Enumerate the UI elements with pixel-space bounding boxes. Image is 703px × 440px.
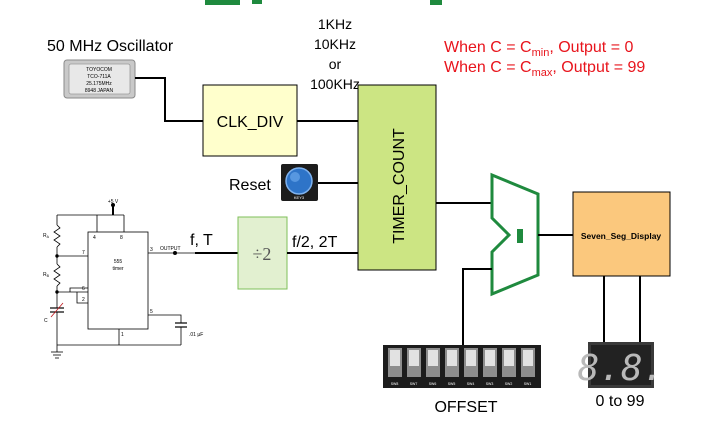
offset-switch-label: SW6 [429, 382, 437, 386]
condition-max: When C = Cmax, Output = 99 [444, 59, 645, 79]
supply-label: +5 V [108, 199, 119, 205]
mux-block [492, 175, 538, 294]
rb-label: RB [43, 272, 50, 278]
cond1-prefix: When C = C [444, 39, 532, 56]
pin-3: 3 [150, 247, 153, 253]
offset-label: OFFSET [434, 399, 497, 416]
cap2-label: .01 µF [189, 332, 203, 338]
offset-switch-label: SW8 [391, 382, 399, 386]
display-digits: 8.8. [578, 348, 665, 389]
svg-text:When C = Cmin, Output = 0: When C = Cmin, Output = 0 [444, 39, 633, 59]
cap-c-label: C [44, 318, 48, 324]
clk-div-label: CLK_DIV [217, 114, 284, 131]
chip-text-3: 25.175MHz [86, 81, 112, 87]
seven-seg-display-icon: 8.8. [578, 342, 665, 389]
offset-switch-label: SW5 [448, 382, 456, 386]
freq-option-3: 100KHz [310, 76, 360, 92]
pin-5: 5 [150, 309, 153, 315]
offset-switch-label: SW1 [524, 382, 532, 386]
reset-key-label: KEY3 [294, 195, 305, 200]
freq-option-2: 10KHz [314, 36, 356, 52]
ra-label: RA [43, 233, 50, 239]
oscillator-chip: TOYOCOM TCO-711A 25.175MHz 8948 JAPAN [64, 60, 135, 98]
chip-555-label: 555 [114, 259, 123, 265]
cond2-prefix: When C = C [444, 59, 532, 76]
chip-text-1: TOYOCOM [86, 67, 112, 73]
title-remnant [205, 0, 442, 5]
signal-f-t: f, T [190, 232, 213, 249]
reset-key-icon[interactable]: KEY3 [281, 164, 318, 201]
cond2-suffix: , Output = 99 [552, 59, 645, 76]
chip-timer-label: timer [112, 266, 123, 272]
svg-text:When C = Cmax, Output = 99: When C = Cmax, Output = 99 [444, 59, 645, 79]
pin-7: 7 [82, 250, 85, 256]
freq-option-or: or [329, 56, 342, 72]
display-range-label: 0 to 99 [596, 393, 645, 410]
offset-switches: SW8 SW7 SW6 SW5 SW4 SW3 SW2 SW1 [383, 345, 541, 388]
pin-2: 2 [82, 297, 85, 303]
divider-label: ÷2 [253, 244, 272, 264]
signal-f2-2t: f/2, 2T [292, 234, 338, 251]
wire-osc-clkdiv [135, 78, 203, 121]
freq-option-1: 1KHz [318, 16, 352, 32]
condition-min: When C = Cmin, Output = 0 [444, 39, 633, 59]
wire-offset-mux [463, 269, 492, 345]
pin-4: 4 [93, 235, 96, 241]
seven-seg-label: Seven_Seg_Display [581, 231, 662, 241]
chip-text-4: 8948 JAPAN [85, 88, 114, 94]
cond2-sub: max [532, 67, 553, 79]
offset-switch-label: SW4 [467, 382, 475, 386]
pin-8: 8 [120, 235, 123, 241]
offset-switch-label: SW2 [505, 382, 513, 386]
offset-switch-label: SW3 [486, 382, 494, 386]
cond1-suffix: , Output = 0 [549, 39, 633, 56]
oscillator-label: 50 MHz Oscillator [47, 38, 174, 55]
reset-label: Reset [229, 177, 271, 194]
output-label: OUTPUT [160, 246, 181, 252]
timer-count-label: TIMER_COUNT [391, 128, 408, 244]
offset-switch-label: SW7 [410, 382, 418, 386]
pin-6: 6 [82, 286, 85, 292]
pin-1: 1 [121, 332, 124, 338]
cond1-sub: min [532, 47, 550, 59]
chip-text-2: TCO-711A [87, 74, 111, 80]
